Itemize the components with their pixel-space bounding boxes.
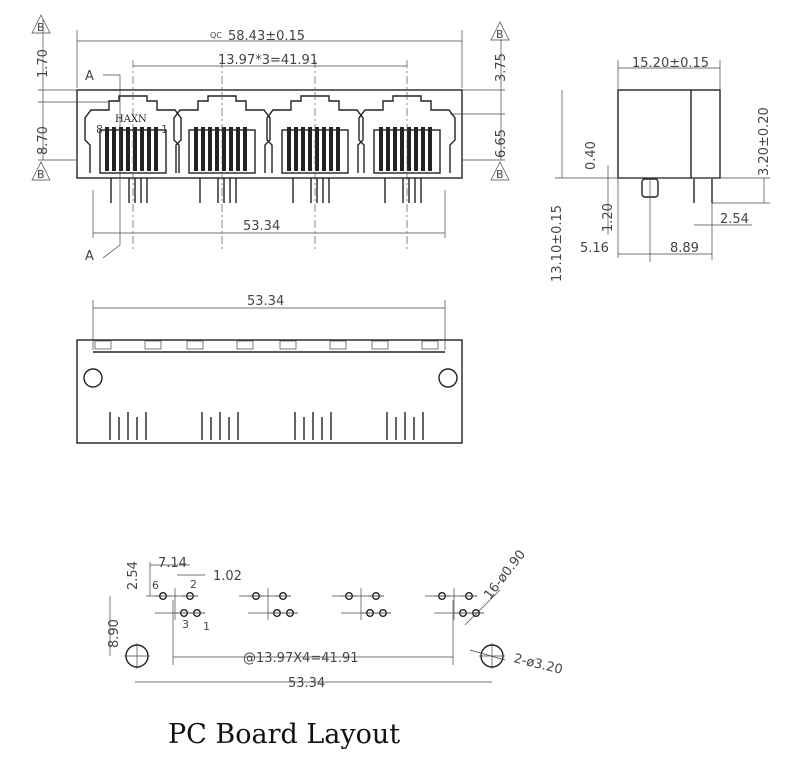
dim-3-75: 3.75 bbox=[494, 53, 509, 82]
contact bbox=[126, 127, 130, 171]
front-body-outline bbox=[76, 89, 463, 179]
datum-b-label: B bbox=[496, 28, 504, 41]
overall-width-dim: 58.43±0.15 bbox=[228, 29, 305, 44]
dim-1-20: 1.20 bbox=[601, 203, 616, 232]
qc-mark: QC bbox=[210, 31, 222, 40]
latch-slot bbox=[236, 340, 254, 350]
pin-3-label: 3 bbox=[182, 618, 189, 631]
dim-2-54: 2.54 bbox=[126, 561, 141, 590]
section-a-bottom: A bbox=[85, 249, 94, 264]
contact bbox=[287, 127, 291, 171]
pitch-dim: @13.97X4=41.91 bbox=[243, 651, 359, 666]
contact bbox=[140, 127, 144, 171]
pin-1-label: 1 bbox=[161, 123, 168, 136]
datum-b-markers: B B B B bbox=[31, 14, 510, 181]
contact bbox=[379, 127, 383, 171]
pin-holes-callout: 16-ø0.90 bbox=[481, 547, 529, 602]
section-a-top: A bbox=[85, 69, 94, 84]
contact bbox=[393, 127, 397, 171]
contact bbox=[229, 127, 233, 171]
contact bbox=[308, 127, 312, 171]
pcb-layout-title: PC Board Layout bbox=[168, 719, 400, 750]
contact bbox=[329, 127, 333, 171]
depth-dim: 15.20±0.15 bbox=[632, 56, 709, 71]
contact bbox=[208, 127, 212, 171]
contact bbox=[322, 127, 326, 171]
dim-8-89: 8.89 bbox=[670, 241, 699, 256]
contact bbox=[105, 127, 109, 171]
contact bbox=[215, 127, 219, 171]
contact bbox=[400, 127, 404, 171]
contact bbox=[315, 127, 319, 171]
dim-0-40: 0.40 bbox=[584, 141, 599, 170]
rear-width-dim: 53.34 bbox=[247, 294, 284, 309]
pin-2-label: 2 bbox=[190, 578, 197, 591]
datum-b-label: B bbox=[37, 168, 45, 181]
latch-slot bbox=[186, 340, 204, 350]
contact bbox=[301, 127, 305, 171]
contact bbox=[194, 127, 198, 171]
dim-1-70: 1.70 bbox=[36, 49, 51, 78]
mounting-peg-right bbox=[438, 368, 458, 388]
rear-view: 53.34 bbox=[76, 294, 463, 444]
latch-slot bbox=[371, 340, 389, 350]
contact bbox=[133, 127, 137, 171]
contact bbox=[222, 127, 226, 171]
rj45-port bbox=[358, 60, 456, 250]
height-dim: 13.10±0.15 bbox=[550, 205, 565, 282]
contact bbox=[414, 127, 418, 171]
pin-length-dim: 3.20±0.20 bbox=[757, 107, 772, 176]
brand-label: HAXN bbox=[115, 114, 147, 125]
dim-1-02: 1.02 bbox=[213, 569, 242, 584]
side-view: 15.20±0.15 13.10±0.15 0.40 1.20 5.16 8.8… bbox=[550, 56, 772, 282]
rj45-port bbox=[173, 60, 271, 250]
dim-8-70: 8.70 bbox=[36, 126, 51, 155]
latch-slot bbox=[144, 340, 162, 350]
datum-b-label: B bbox=[496, 168, 504, 181]
dim-5-16: 5.16 bbox=[580, 241, 609, 256]
mounting-peg-left bbox=[83, 368, 103, 388]
contact bbox=[421, 127, 425, 171]
dim-2-54: 2.54 bbox=[720, 212, 749, 227]
pin-8-label: 8 bbox=[96, 123, 103, 136]
peg-spacing-dim: 53.34 bbox=[288, 676, 325, 691]
contact bbox=[294, 127, 298, 171]
contact bbox=[243, 127, 247, 171]
front-view: QC 58.43±0.15 13.97*3=41.91 53.34 1.70 8… bbox=[31, 14, 510, 264]
contact bbox=[407, 127, 411, 171]
contact bbox=[112, 127, 116, 171]
peg-holes-callout: 2-ø3.20 bbox=[512, 651, 564, 678]
pcb-layout: 7.14 1.02 2.54 8.90 6 2 3 1 @13.97X4=41.… bbox=[107, 547, 564, 750]
peg-spacing-dim: 53.34 bbox=[243, 219, 280, 234]
dim-6-65: 6.65 bbox=[494, 129, 509, 158]
contact bbox=[119, 127, 123, 171]
pin-1-label: 1 bbox=[203, 620, 210, 633]
latch-slot bbox=[421, 340, 439, 350]
dim-8-90: 8.90 bbox=[107, 619, 122, 648]
contact bbox=[386, 127, 390, 171]
contact bbox=[236, 127, 240, 171]
pin-6-label: 6 bbox=[152, 579, 159, 592]
contact bbox=[201, 127, 205, 171]
port-pitch-dim: 13.97*3=41.91 bbox=[218, 53, 318, 68]
latch-slot bbox=[279, 340, 297, 350]
contact bbox=[154, 127, 158, 171]
latch-slot bbox=[94, 340, 112, 350]
dim-7-14: 7.14 bbox=[158, 556, 187, 571]
datum-b-label: B bbox=[37, 21, 45, 34]
contact bbox=[147, 127, 151, 171]
rj45-port bbox=[266, 60, 364, 250]
latch-slot bbox=[329, 340, 347, 350]
contact bbox=[428, 127, 432, 171]
rj45-port bbox=[84, 60, 182, 250]
contact bbox=[336, 127, 340, 171]
